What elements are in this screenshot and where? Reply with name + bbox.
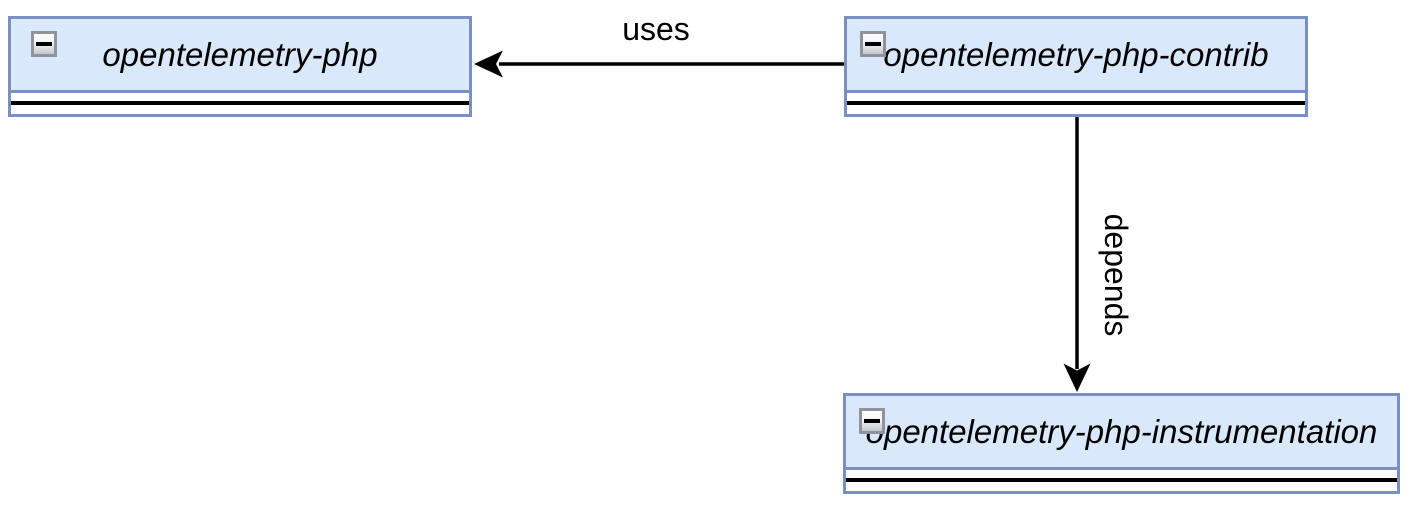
- compartment-divider: [846, 478, 1397, 482]
- edge-label-depends: depends: [1098, 213, 1134, 337]
- collapse-toggle-button[interactable]: [860, 31, 886, 57]
- node-title: opentelemetry-php-instrumentation: [846, 396, 1397, 470]
- node-title: opentelemetry-php-contrib: [847, 19, 1305, 93]
- node-opentelemetry-php[interactable]: opentelemetry-php: [8, 16, 472, 117]
- edge-label-uses: uses: [622, 11, 690, 47]
- node-compartment: [11, 93, 469, 114]
- node-compartment: [846, 470, 1397, 491]
- node-title: opentelemetry-php: [11, 19, 469, 93]
- collapse-toggle-button[interactable]: [859, 408, 885, 434]
- minus-icon: [36, 42, 52, 46]
- minus-icon: [865, 42, 881, 46]
- edge-uses-arrow[interactable]: [474, 50, 844, 78]
- collapse-toggle-button[interactable]: [31, 31, 57, 57]
- compartment-divider: [847, 101, 1305, 105]
- node-opentelemetry-php-instrumentation[interactable]: opentelemetry-php-instrumentation: [843, 393, 1400, 494]
- minus-icon: [864, 419, 880, 423]
- compartment-divider: [11, 101, 469, 105]
- node-opentelemetry-php-contrib[interactable]: opentelemetry-php-contrib: [844, 16, 1308, 117]
- edge-depends-arrow[interactable]: [1063, 117, 1091, 392]
- node-compartment: [847, 93, 1305, 114]
